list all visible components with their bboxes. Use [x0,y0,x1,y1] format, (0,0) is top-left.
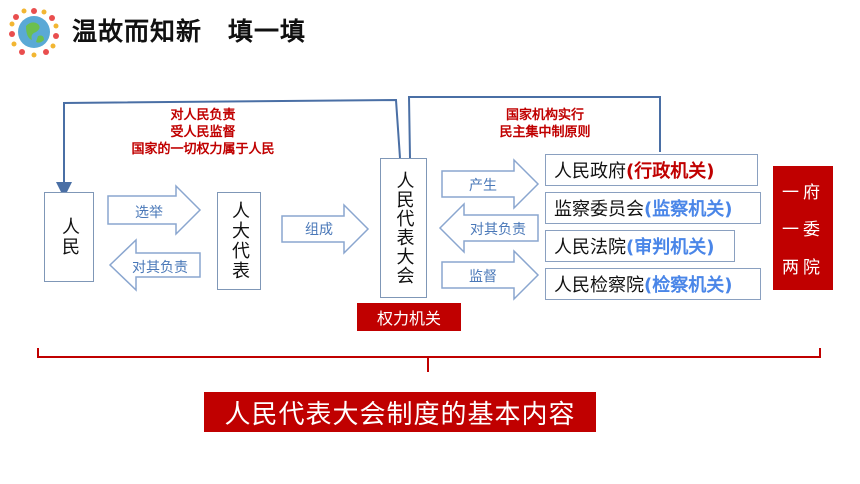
right-note-line: 国家机构实行 [505,108,584,123]
organ-court: 人民法院(审判机关) [545,230,735,262]
arrow-form [281,203,370,255]
organ-name: 人民政府 [554,161,626,182]
side-label-line: 两院 [782,257,824,278]
right-note-line: 民主集中制原则 [499,125,591,140]
arrow-responsible-2 [438,202,539,254]
supervise-label: 监督 [469,269,497,285]
side-label-line: 一委 [782,220,824,241]
organ-type: (审判机关) [626,237,715,258]
people-box: 人民 [44,192,94,282]
arrow-responsible-1 [108,238,201,292]
page-title: 温故而知新 填一填 [72,17,307,46]
organ-type: (监察机关) [644,199,733,220]
right-note: 国家机构实行 民主集中制原则 [460,107,630,141]
power-organ-badge: 权力机关 [357,303,461,331]
left-note: 对人民负责 受人民监督 国家的一切权力属于人民 [98,107,308,158]
organ-name: 人民检察院 [554,275,644,296]
form-label: 组成 [305,222,333,238]
left-note-line: 国家的一切权力属于人民 [131,142,275,157]
npc-deputies-box: 人大代表 [217,192,261,290]
organ-government: 人民政府(行政机关) [545,154,758,186]
left-note-line: 对人民负责 [170,108,236,123]
produce-label: 产生 [469,178,497,194]
globe-logo-icon [8,6,60,58]
organ-name: 人民法院 [554,237,626,258]
left-note-line: 受人民监督 [170,125,236,140]
responsible-label-1: 对其负责 [132,260,188,276]
organ-name: 监察委员会 [554,199,644,220]
elect-label: 选举 [135,205,163,221]
arrow-supervise [441,249,540,301]
organ-supervisory: 监察委员会(监察机关) [545,192,761,224]
organ-procuratorate: 人民检察院(检察机关) [545,268,761,300]
organ-type: (行政机关) [626,161,715,182]
side-label-line: 一府 [782,183,824,204]
side-label: 一府 一委 两院 [773,166,833,290]
organ-type: (检察机关) [644,275,733,296]
bottom-label: 人民代表大会制度的基本内容 [204,392,596,432]
responsible-label-2: 对其负责 [470,222,526,238]
npc-box: 人民代表大会 [380,158,427,298]
arrow-produce [441,158,540,210]
arrow-elect [107,184,202,236]
